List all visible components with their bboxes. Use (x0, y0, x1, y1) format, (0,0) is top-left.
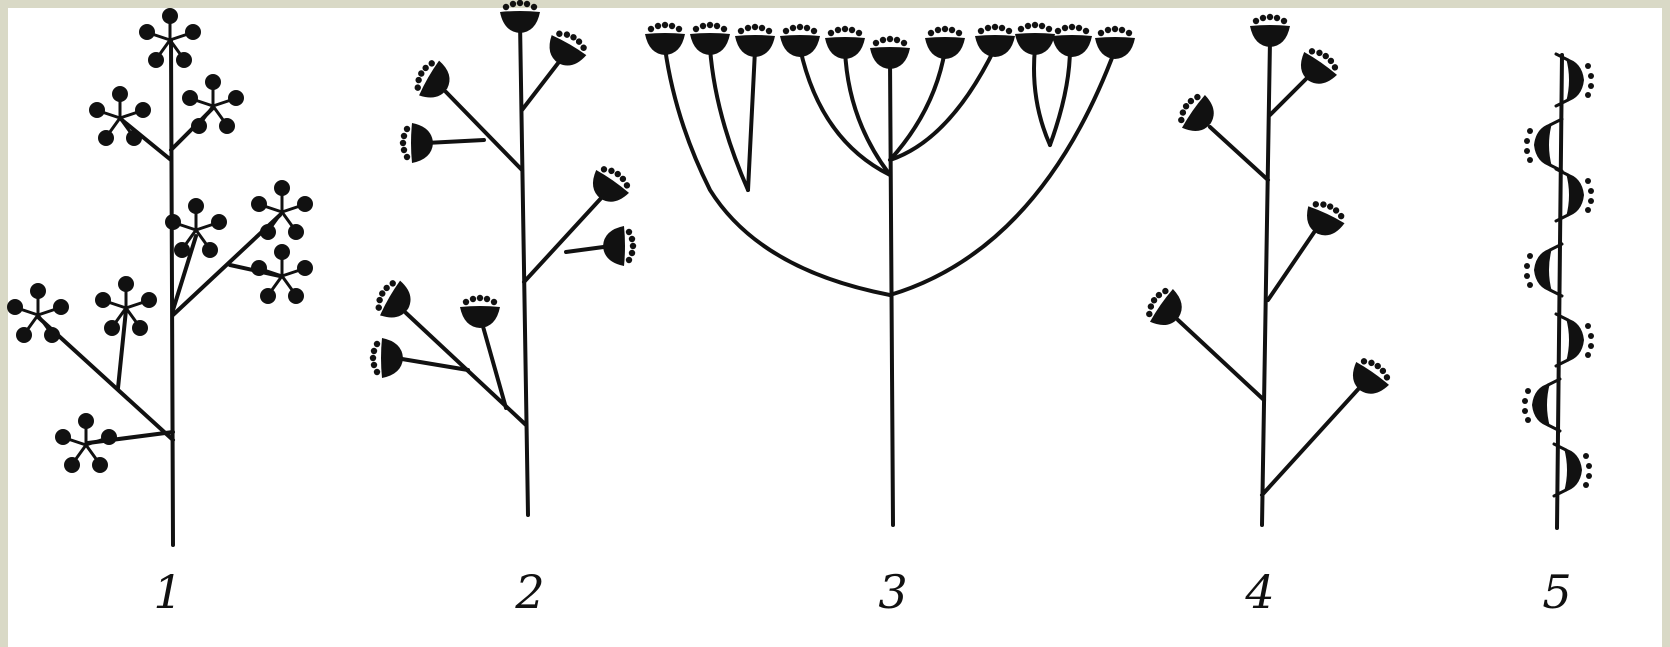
label-2: 2 (514, 565, 544, 619)
inflorescence-1 (7, 8, 313, 545)
inflorescence-2 (370, 0, 637, 515)
label-1: 1 (153, 565, 182, 619)
label-4: 4 (1244, 565, 1274, 619)
label-3: 3 (878, 565, 907, 619)
inflorescence-3 (645, 22, 1135, 525)
inflorescence-4 (1140, 14, 1396, 525)
inflorescence-5 (1522, 54, 1594, 528)
label-5: 5 (1542, 565, 1571, 619)
